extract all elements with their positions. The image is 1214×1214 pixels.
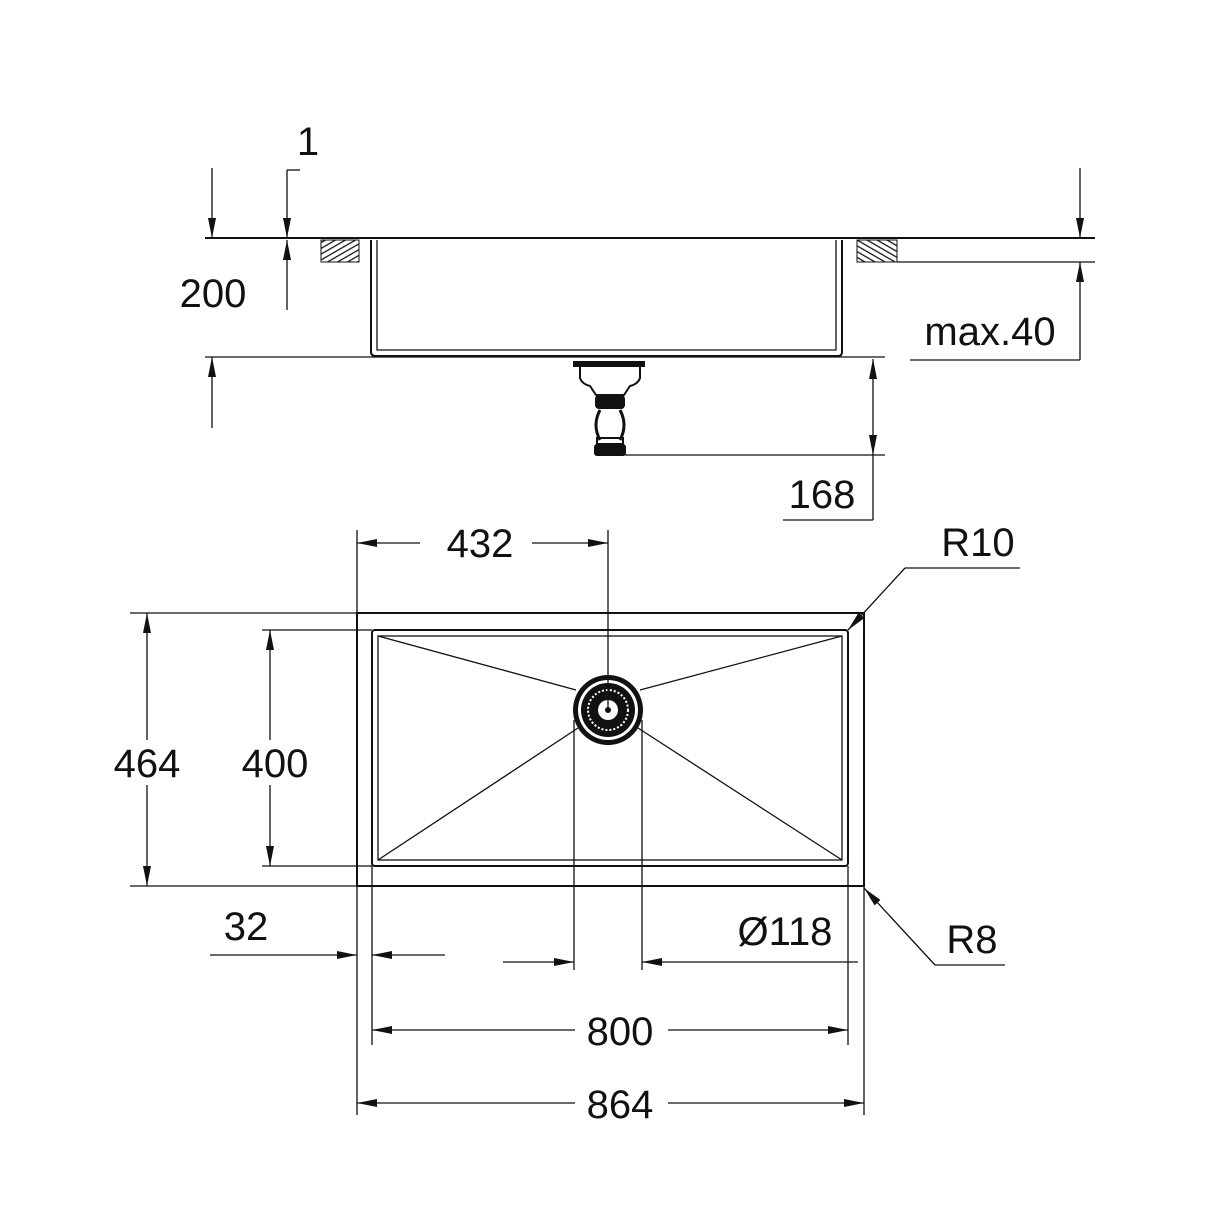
- worktop-section-right: [856, 239, 898, 263]
- dim-depth-200: 200: [180, 272, 247, 316]
- dim-rim-32: 32: [224, 905, 269, 949]
- dim-thickness-1: 1: [297, 120, 319, 164]
- sink-outer-rim: [356, 612, 865, 887]
- dim-outer-width-864: 864: [587, 1083, 654, 1127]
- worktop-section-left: [320, 239, 360, 263]
- dim-inner-radius-r10: R10: [941, 521, 1014, 565]
- dim-inner-width-800: 800: [587, 1010, 654, 1054]
- sink-bowl-outline: [370, 240, 843, 357]
- dim-drain-168: 168: [789, 473, 856, 517]
- dim-outer-depth-464: 464: [114, 742, 181, 786]
- plan-view: 432 464 400 32 Ø118 800 864 R10 R8: [114, 521, 1020, 1127]
- dim-drain-offset-432: 432: [447, 522, 514, 566]
- sink-bowl-inner: [371, 629, 849, 867]
- dim-max-40: max.40: [924, 310, 1055, 354]
- dim-outer-radius-r8: R8: [946, 918, 997, 962]
- dim-drain-diameter-118: Ø118: [738, 910, 833, 954]
- drain-fitting: [573, 361, 645, 456]
- dim-inner-depth-400: 400: [242, 742, 309, 786]
- side-view: 200 1 max.40 168: [180, 120, 1095, 521]
